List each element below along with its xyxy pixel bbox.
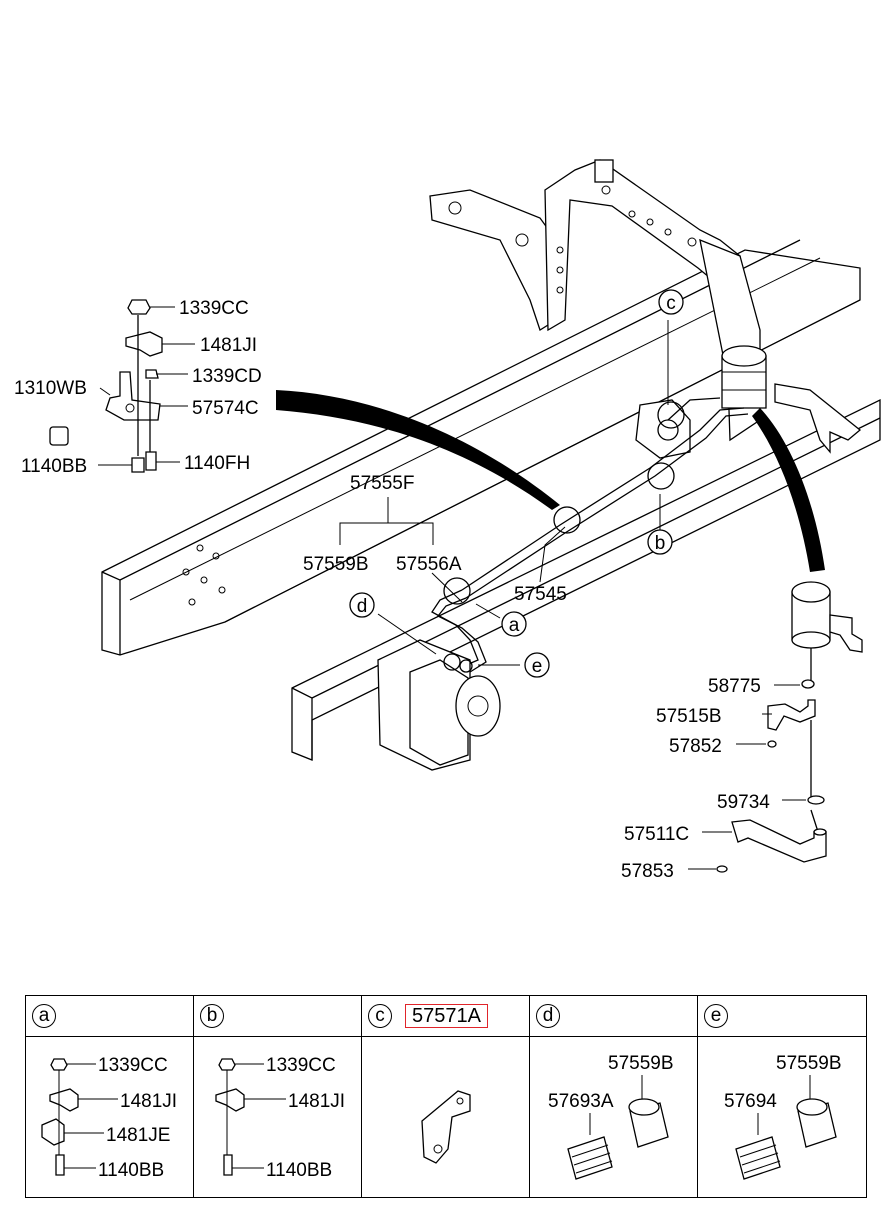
label-57853: 57853 [621,861,674,882]
detail-legend-table: a 1339CC 1481JI 1481JE 1140BB b 1339CC 1… [25,995,867,1198]
legend-e-57559B: 57559B [776,1053,842,1074]
legend-cell-a: a 1339CC 1481JI 1481JE 1140BB [26,996,194,1197]
label-57556A: 57556A [396,554,462,575]
svg-text:e: e [532,656,543,677]
svg-text:d: d [357,596,368,617]
hydraulic-lines [431,397,749,673]
legend-d-57693A: 57693A [548,1091,614,1112]
callout-a: a [501,611,527,637]
label-1339CD: 1339CD [192,366,262,387]
legend-b-1339CC: 1339CC [266,1055,336,1076]
reservoir-on-frame [721,345,767,409]
label-leader-lines [98,306,806,870]
legend-cell-b: b 1339CC 1481JI 1140BB [194,996,362,1197]
label-57559B: 57559B [303,554,369,575]
label-57555F: 57555F [350,473,414,494]
legend-a-1481JI: 1481JI [120,1091,177,1112]
steering-gear-box [377,639,501,771]
legend-tag-d: d [536,1004,560,1028]
label-1481JI: 1481JI [200,335,257,356]
label-1140BB: 1140BB [21,456,87,477]
svg-text:c: c [666,293,676,314]
label-57515B: 57515B [656,706,722,727]
legend-tag-a: a [32,1004,56,1028]
callout-b: b [647,529,673,555]
legend-tag-c: c [368,1004,392,1028]
callout-d: d [349,592,375,618]
clamp-exploded-parts [49,299,163,473]
bracket-57571A-icon [421,1090,471,1164]
svg-text:b: b [655,533,666,554]
legend-b-1481JI: 1481JI [288,1091,345,1112]
legend-cell-d: d 57559B 57693A [530,996,698,1197]
label-59734: 59734 [717,792,770,813]
bracket-right [774,383,862,454]
legend-tag-b: b [200,1004,224,1028]
legend-b-1140BB: 1140BB [266,1160,332,1181]
label-57545: 57545 [514,584,567,605]
label-1339CC: 1339CC [179,298,249,319]
legend-cell-c: c 57571A [362,996,530,1197]
highlighted-part-57571A[interactable]: 57571A [405,1004,488,1028]
tank-detail [716,581,863,873]
leader-to-tank [752,408,825,572]
legend-d-57559B: 57559B [608,1053,674,1074]
label-1140FH: 1140FH [184,453,250,474]
leader-to-top-left [276,390,560,510]
label-1310WB: 1310WB [14,378,87,399]
legend-a-1339CC: 1339CC [98,1055,168,1076]
callout-c: c [658,289,684,315]
legend-e-57694: 57694 [724,1091,777,1112]
label-57852: 57852 [669,736,722,757]
legend-a-1481JE: 1481JE [106,1125,170,1146]
label-57511C: 57511C [624,824,689,845]
callout-e: e [524,652,550,678]
legend-a-1140BB: 1140BB [98,1160,164,1181]
svg-text:a: a [509,615,520,636]
label-58775: 58775 [708,676,761,697]
legend-tag-e: e [704,1004,728,1028]
legend-cell-e: e 57559B 57694 [698,996,866,1197]
label-57574C: 57574C [192,398,259,419]
